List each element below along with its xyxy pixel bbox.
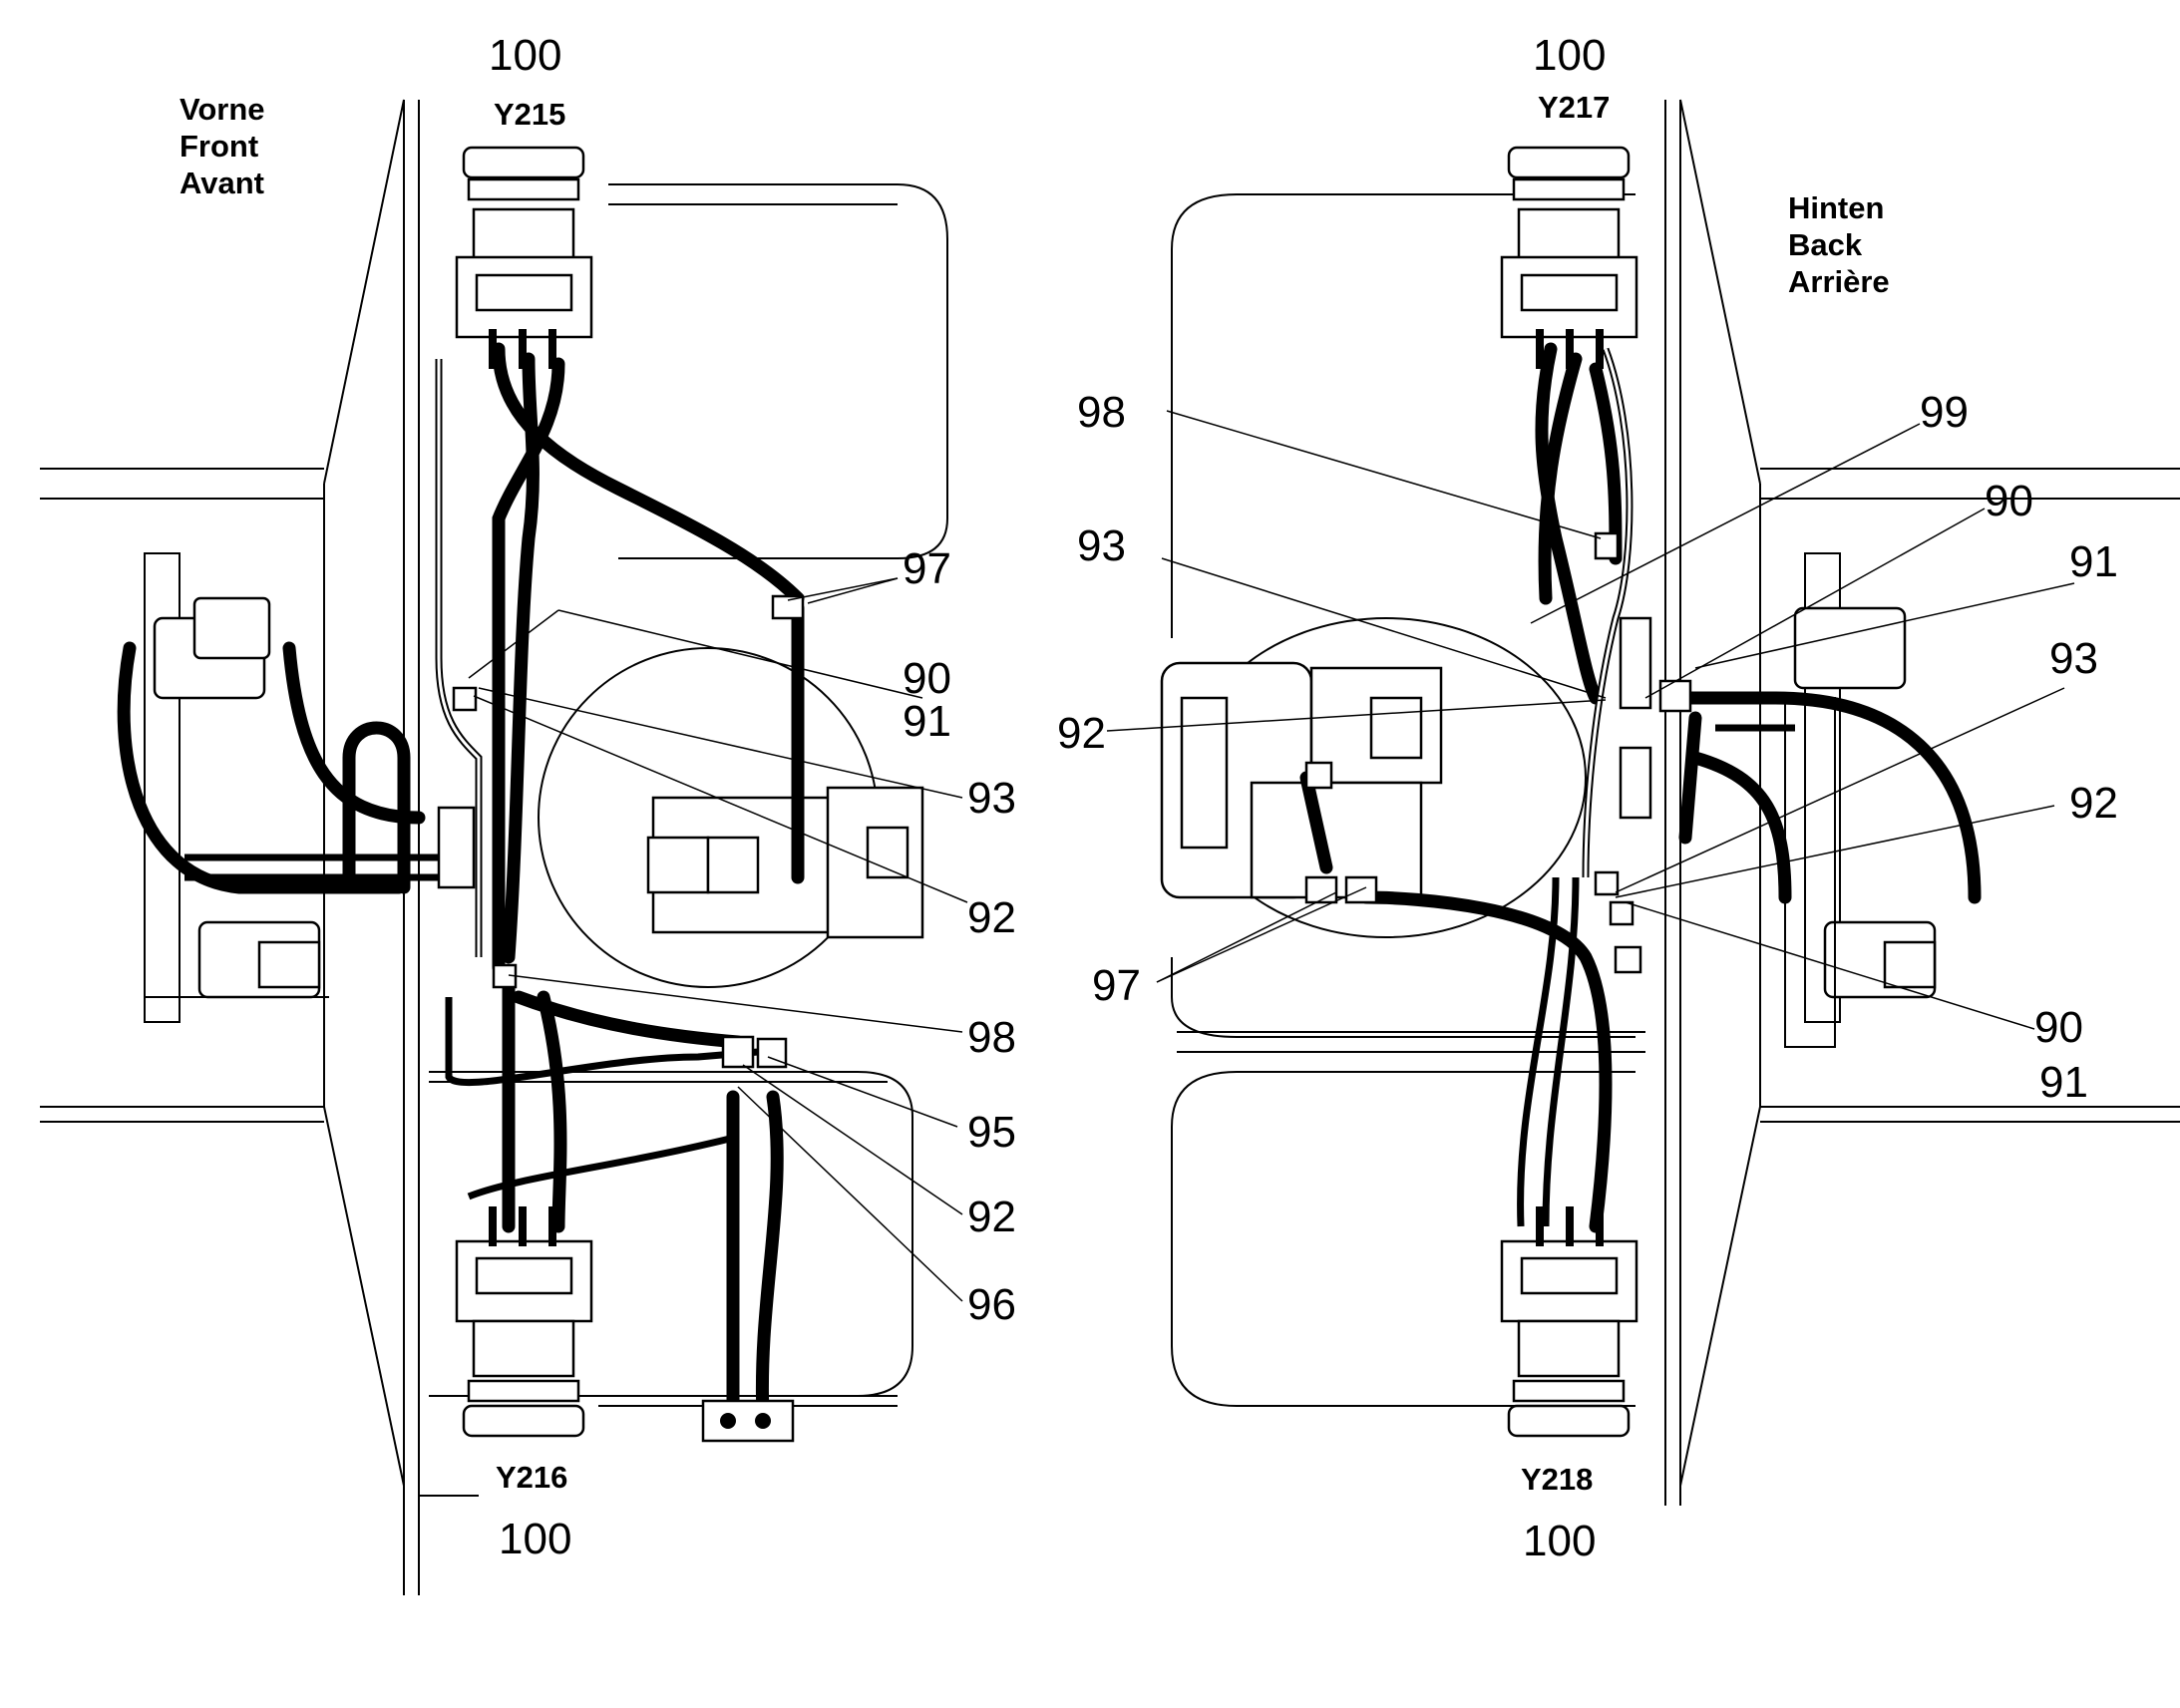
callout-96-left: 96 — [967, 1280, 1016, 1329]
back-label-fr: Arrière — [1788, 264, 1890, 299]
ref-y218: 100 — [1523, 1517, 1596, 1565]
left-fittings — [437, 594, 805, 1443]
right-leader-lines — [1106, 410, 2075, 1030]
right-view: Hinten Back Arrière 100 Y217 Y218 100 98… — [1057, 31, 2180, 1565]
back-label-en: Back — [1788, 227, 1863, 262]
label-y216: Y216 — [496, 1460, 567, 1495]
ref-y216: 100 — [499, 1515, 571, 1563]
callout-99-right: 99 — [1920, 388, 1969, 437]
left-side-valve-blocks — [144, 552, 329, 1023]
callout-97-right: 97 — [1092, 961, 1141, 1010]
callout-91-right-top: 91 — [2069, 537, 2118, 586]
callout-90-left: 90 — [903, 654, 951, 703]
front-label-de: Vorne — [180, 92, 265, 127]
callout-90-right-bottom: 90 — [2034, 1003, 2083, 1052]
left-leader-lines — [468, 577, 968, 1302]
back-label-de: Hinten — [1788, 190, 1884, 225]
callout-92-left-bottom: 92 — [967, 1193, 1016, 1241]
label-y215: Y215 — [494, 97, 565, 132]
left-pump-assembly — [538, 647, 924, 988]
callout-98-left: 98 — [967, 1013, 1016, 1062]
label-y218: Y218 — [1521, 1462, 1593, 1497]
motor-y215 — [455, 146, 593, 369]
left-hoses — [117, 342, 805, 1423]
callout-98-right: 98 — [1077, 388, 1126, 437]
front-label-fr: Avant — [180, 166, 264, 200]
motor-y216 — [455, 1206, 593, 1438]
right-side-valve-blocks — [1784, 552, 1937, 1048]
callout-90-right-top: 90 — [1985, 477, 2033, 525]
right-fittings — [1304, 531, 1692, 974]
callout-93-right-top: 93 — [1077, 521, 1126, 570]
callout-92-right-top: 92 — [1057, 709, 1106, 758]
left-frame — [40, 99, 948, 1595]
motor-y217 — [1500, 146, 1638, 369]
callout-91-left: 91 — [903, 697, 951, 746]
right-pump-assembly — [1160, 617, 1587, 938]
callout-93-left: 93 — [967, 774, 1016, 823]
ref-y217: 100 — [1533, 31, 1606, 80]
left-view: Vorne Front Avant 100 Y215 Y216 100 97 9… — [40, 31, 1016, 1595]
right-frame — [1171, 99, 2180, 1506]
callout-92-right-bottom: 92 — [2069, 779, 2118, 828]
callout-95-left: 95 — [967, 1108, 1016, 1157]
callout-93-right-bottom: 93 — [2049, 634, 2098, 683]
callout-91-right-bottom: 91 — [2039, 1058, 2088, 1107]
label-y217: Y217 — [1538, 90, 1610, 125]
callout-97-left: 97 — [903, 544, 951, 593]
callout-92-left-top: 92 — [967, 893, 1016, 942]
motor-y218 — [1500, 1206, 1638, 1438]
front-label-en: Front — [180, 129, 258, 164]
ref-y215: 100 — [489, 31, 561, 80]
right-hoses — [1299, 342, 1982, 1233]
